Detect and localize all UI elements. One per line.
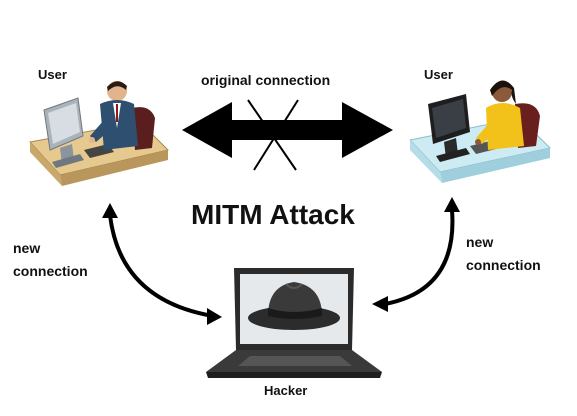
user-left-label: User xyxy=(38,67,67,82)
user-left-figure xyxy=(29,81,169,186)
new-connection-right-label-line2: connection xyxy=(466,257,541,273)
new-connection-right-label-line1: new xyxy=(466,234,494,250)
original-connection-label: original connection xyxy=(201,72,331,88)
new-connection-left-label-line1: new xyxy=(13,240,41,256)
original-connection-arrow xyxy=(182,102,393,158)
hacker-figure xyxy=(206,268,382,378)
diagram-title: MITM Attack xyxy=(191,199,355,230)
new-connection-left-label-line2: connection xyxy=(13,263,88,279)
broken-connection-x-icon xyxy=(247,99,299,171)
new-connection-right-arrow xyxy=(372,197,460,312)
new-connection-left-arrow xyxy=(102,203,222,325)
user-right-label: User xyxy=(424,67,453,82)
hacker-label: Hacker xyxy=(264,383,308,398)
user-right-figure xyxy=(409,80,552,183)
